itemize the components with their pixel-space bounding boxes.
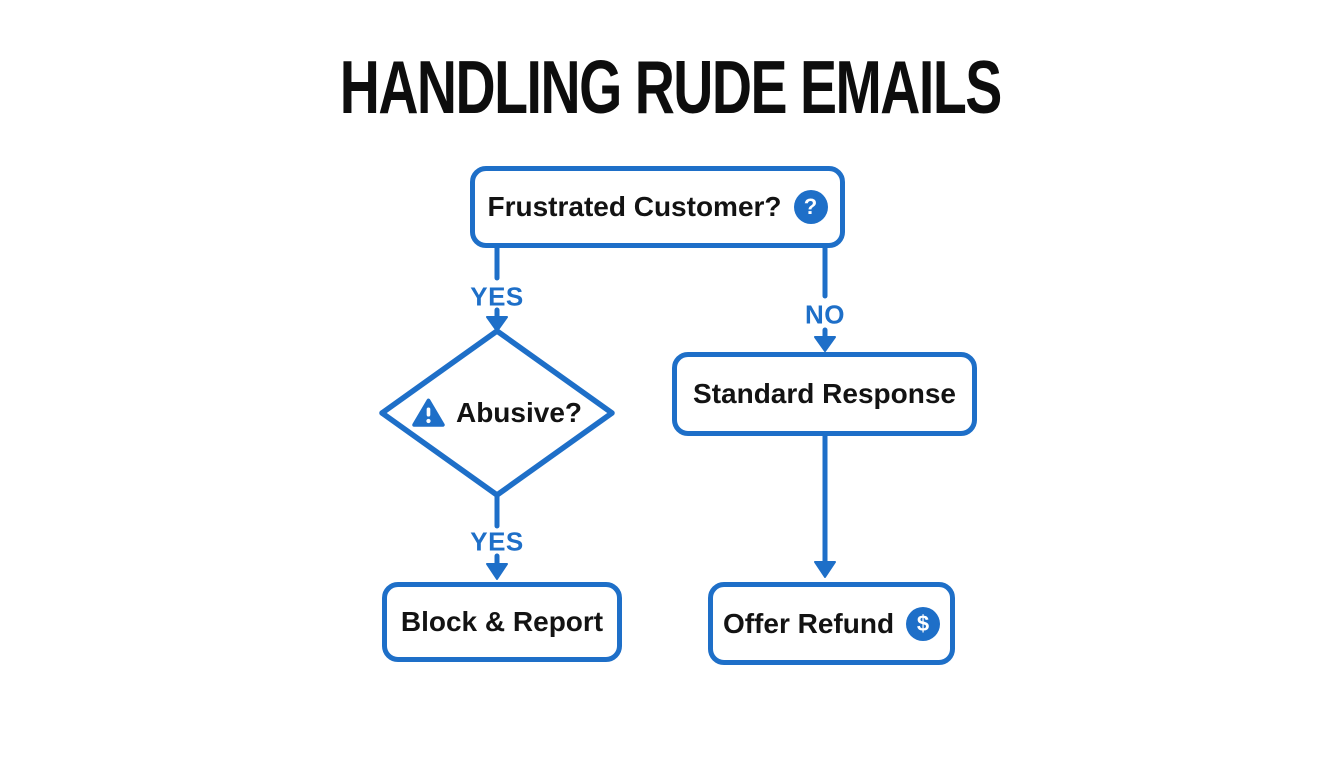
node-frustrated-customer: Frustrated Customer? ? (470, 166, 845, 248)
node-block-report-label: Block & Report (400, 606, 604, 637)
arrowhead-to-abusive (486, 316, 508, 332)
dollar-circle-icon: $ (906, 606, 941, 641)
arrowhead-to-block (486, 563, 508, 580)
page-title: HANDLING RUDE EMAILS (339, 45, 1003, 129)
arrowhead-to-refund (814, 561, 836, 578)
warning-triangle-icon (412, 398, 445, 427)
node-abusive-label: Abusive? (455, 397, 583, 428)
node-block-report: Block & Report (382, 582, 622, 662)
node-standard-response: Standard Response (672, 352, 977, 436)
node-offer-refund: Offer Refund $ (708, 582, 955, 665)
edge-label-yes-top: YES (470, 281, 524, 312)
edge-label-yes-bottom: YES (470, 526, 524, 557)
node-abusive-diamond (379, 328, 615, 498)
question-glyph: ? (803, 194, 818, 219)
edge-label-no: NO (805, 299, 845, 330)
node-abusive-content: Abusive? (412, 397, 582, 429)
dollar-glyph: $ (916, 610, 930, 636)
question-circle-icon: ? (793, 190, 828, 224)
node-frustrated-customer-label: Frustrated Customer? (487, 191, 782, 222)
arrowhead-to-standard (814, 336, 836, 352)
node-standard-response-label: Standard Response (693, 378, 956, 409)
node-offer-refund-label: Offer Refund (722, 607, 895, 639)
